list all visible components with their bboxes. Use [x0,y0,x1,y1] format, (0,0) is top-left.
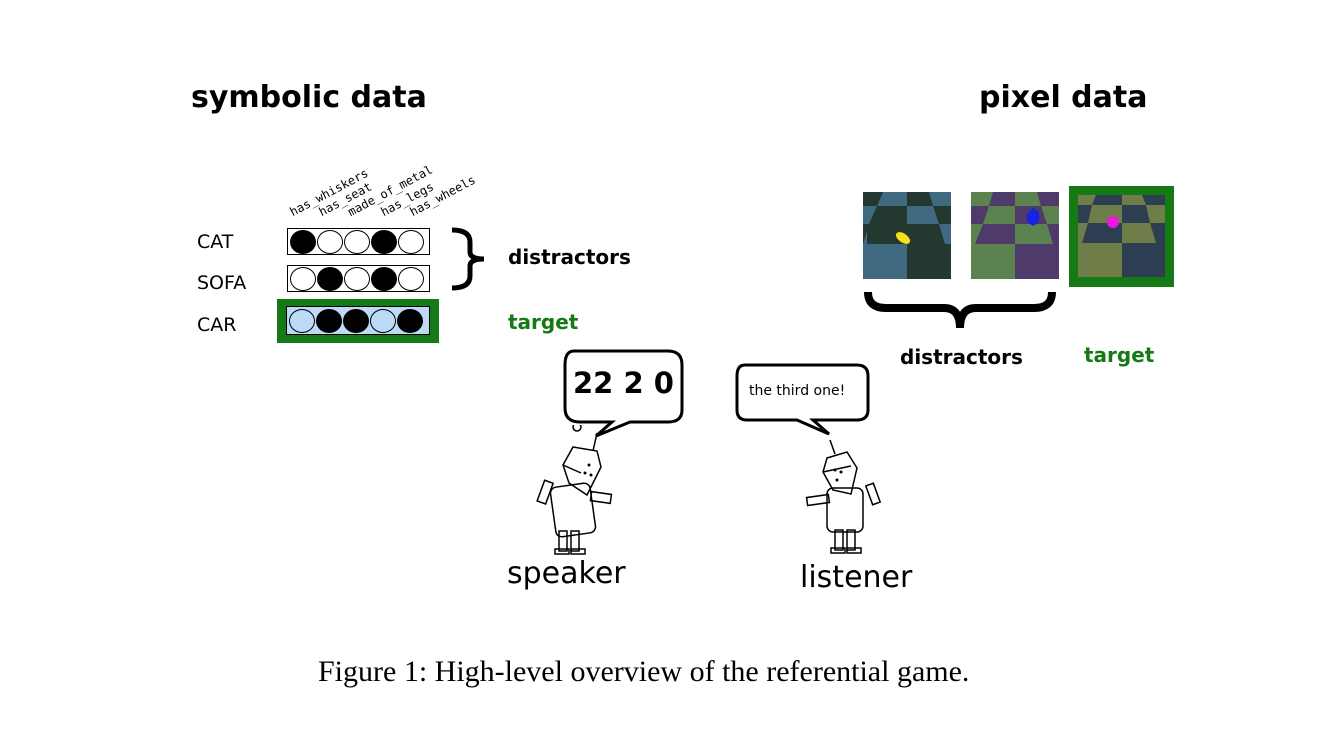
row-label-cat: CAT [197,231,234,253]
row-label-car: CAR [197,314,237,336]
listener-label: listener [800,560,913,595]
brace-icon [451,227,485,291]
feature-vector-car [286,306,430,335]
speaker-message: 22 2 0 [573,366,674,400]
feature-dot-has-wheels [396,308,423,333]
row-label-sofa: SOFA [197,272,247,294]
feature-dot-has-whiskers [289,266,316,291]
target-image [1078,195,1165,277]
pixel-data-title: pixel data [979,80,1148,115]
speaker-robot-icon [536,425,613,555]
speaker-speech-bubble [563,349,684,438]
distractor-image-1 [863,192,951,279]
symbolic-data-title: symbolic data [191,80,427,115]
feature-dot-has-whiskers [288,308,315,333]
feature-dot-has-legs [370,229,397,254]
symbolic-distractors-label: distractors [508,245,631,269]
feature-dot-made-of-metal [343,266,370,291]
figure-caption: Figure 1: High-level overview of the ref… [318,655,970,688]
feature-dot-has-wheels [397,266,424,291]
listener-robot-icon [805,439,882,554]
symbolic-target-label: target [508,310,579,334]
feature-dot-has-seat [316,229,343,254]
distractor-image-2 [971,192,1059,279]
feature-vector-sofa [287,265,430,292]
listener-speech-bubble [735,363,870,436]
feature-dot-has-wheels [397,229,424,254]
feature-vector-cat [287,228,430,255]
pixel-distractors-label: distractors [900,345,1023,369]
feature-dot-has-legs [369,308,396,333]
brace-icon [864,291,1056,329]
feature-dot-has-seat [316,266,343,291]
speaker-label: speaker [507,556,626,591]
feature-dot-made-of-metal [343,229,370,254]
pixel-target-label: target [1084,343,1155,367]
feature-dot-has-whiskers [289,229,316,254]
feature-dot-has-legs [370,266,397,291]
listener-message: the third one! [749,383,846,399]
feature-dot-made-of-metal [342,308,369,333]
feature-dot-has-seat [315,308,342,333]
